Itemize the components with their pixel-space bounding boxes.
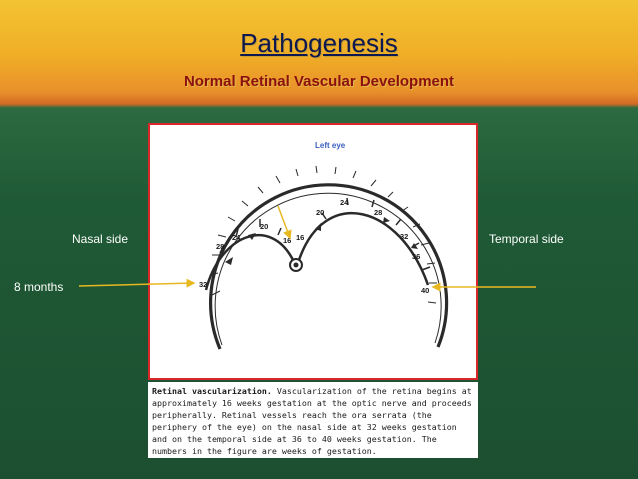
week-label: 40 <box>421 286 429 295</box>
week-label: 16 <box>283 236 291 245</box>
week-label: 20 <box>316 208 324 217</box>
optic-nerve <box>289 258 303 272</box>
retina-diagram: Left eye <box>199 141 449 350</box>
figure-caption: Retinal vascularization. Vascularization… <box>148 382 478 458</box>
week-label: 28 <box>216 242 224 251</box>
diagram-panel: Left eye <box>148 123 478 380</box>
nasal-vessel-arc <box>204 233 295 291</box>
caption-lead: Retinal vascularization. <box>152 386 272 396</box>
caption-body: Vascularization of the retina begins at … <box>152 386 472 456</box>
week-label: 36 <box>412 252 420 261</box>
optic-nerve-center <box>293 262 299 268</box>
week-label: 16 <box>296 233 304 242</box>
months-label: 8 months <box>14 280 64 294</box>
week-label: 24 <box>232 233 241 242</box>
slide-title: Pathogenesis <box>240 28 398 58</box>
week-label: 24 <box>340 198 349 207</box>
week-label: 28 <box>374 208 382 217</box>
temporal-side-label: Temporal side <box>489 232 564 246</box>
week-label: 32 <box>400 232 408 241</box>
week-label: 20 <box>260 222 268 231</box>
temporal-vessel-arc <box>297 211 430 286</box>
week-label: 32 <box>199 280 207 289</box>
vessel-arrowheads <box>225 217 418 265</box>
slide-subtitle: Normal Retinal Vascular Development <box>183 73 455 90</box>
eye-label: Left eye <box>315 141 346 150</box>
eye-outline <box>209 183 449 350</box>
nasal-side-label: Nasal side <box>72 232 129 246</box>
eye-inner-outline <box>214 192 442 346</box>
